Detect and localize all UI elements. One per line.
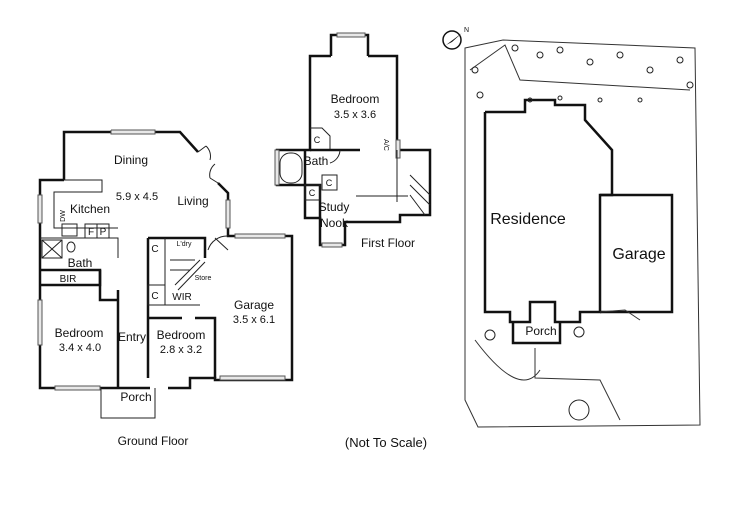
not-to-scale-note: (Not To Scale): [345, 435, 427, 450]
north-arrow-icon: N: [442, 27, 469, 50]
garage-outline: [600, 193, 674, 314]
cupboard-label: C: [151, 291, 158, 302]
cupboard-label: C: [151, 244, 158, 255]
cupboard-label: C: [309, 188, 316, 198]
site-garage-label: Garage: [612, 246, 665, 263]
bath-label: Bath: [304, 154, 329, 168]
store-label: Store: [195, 275, 212, 282]
pantry-label: P: [100, 227, 107, 238]
first-floor-title: First Floor: [361, 236, 415, 250]
bir-label: BIR: [60, 274, 77, 285]
ground-floor-plan: [37, 129, 294, 419]
first-floor-plan: [274, 32, 432, 248]
living-label: Living: [177, 194, 208, 208]
north-label: N: [464, 27, 469, 34]
ac-unit: [395, 139, 401, 159]
window: [110, 129, 156, 135]
garage-size: 3.5 x 6.1: [233, 314, 275, 326]
french-doors[interactable]: [197, 145, 219, 184]
entry-label: Entry: [118, 330, 146, 344]
window: [336, 32, 366, 38]
tree-icon: [484, 329, 496, 341]
window: [225, 199, 231, 229]
dishwasher-label: DW: [60, 210, 67, 222]
shrubs: [471, 44, 694, 103]
window: [54, 385, 101, 391]
window: [274, 149, 280, 186]
bedroom-size: 3.5 x 3.6: [334, 109, 376, 121]
cupboard-label: C: [326, 178, 333, 188]
site-plan: N: [442, 27, 701, 428]
bath-label: Bath: [68, 256, 93, 270]
window: [219, 375, 286, 381]
tree-icon: [573, 326, 585, 338]
dining-size: 5.9 x 4.5: [116, 191, 158, 203]
residence-label: Residence: [490, 211, 566, 228]
bedroom-label: Bedroom: [331, 92, 380, 106]
wir-label: WIR: [172, 292, 191, 303]
bedroom-label: Bedroom: [55, 326, 104, 340]
window: [37, 194, 43, 224]
property-boundary: [464, 39, 701, 428]
ac-label: A/C: [382, 139, 389, 151]
nook-label: Nook: [320, 216, 349, 230]
bedroom-size: 3.4 x 4.0: [59, 342, 101, 354]
tree-icon: [568, 399, 590, 421]
window: [234, 233, 286, 239]
dining-label: Dining: [114, 153, 148, 167]
porch-label: Porch: [120, 390, 151, 404]
window: [321, 242, 343, 248]
fridge-label: F: [88, 227, 94, 238]
garage-label: Garage: [234, 298, 274, 312]
ground-floor-title: Ground Floor: [118, 434, 189, 448]
bedroom-size: 2.8 x 3.2: [160, 344, 202, 356]
bedroom-label: Bedroom: [157, 328, 206, 342]
kitchen-label: Kitchen: [70, 202, 110, 216]
porch-outline: [100, 388, 156, 419]
cupboard-label: C: [314, 135, 321, 145]
study-label: Study: [319, 200, 350, 214]
laundry-label: L'dry: [177, 241, 192, 248]
site-porch-label: Porch: [525, 324, 556, 338]
window: [37, 299, 43, 346]
